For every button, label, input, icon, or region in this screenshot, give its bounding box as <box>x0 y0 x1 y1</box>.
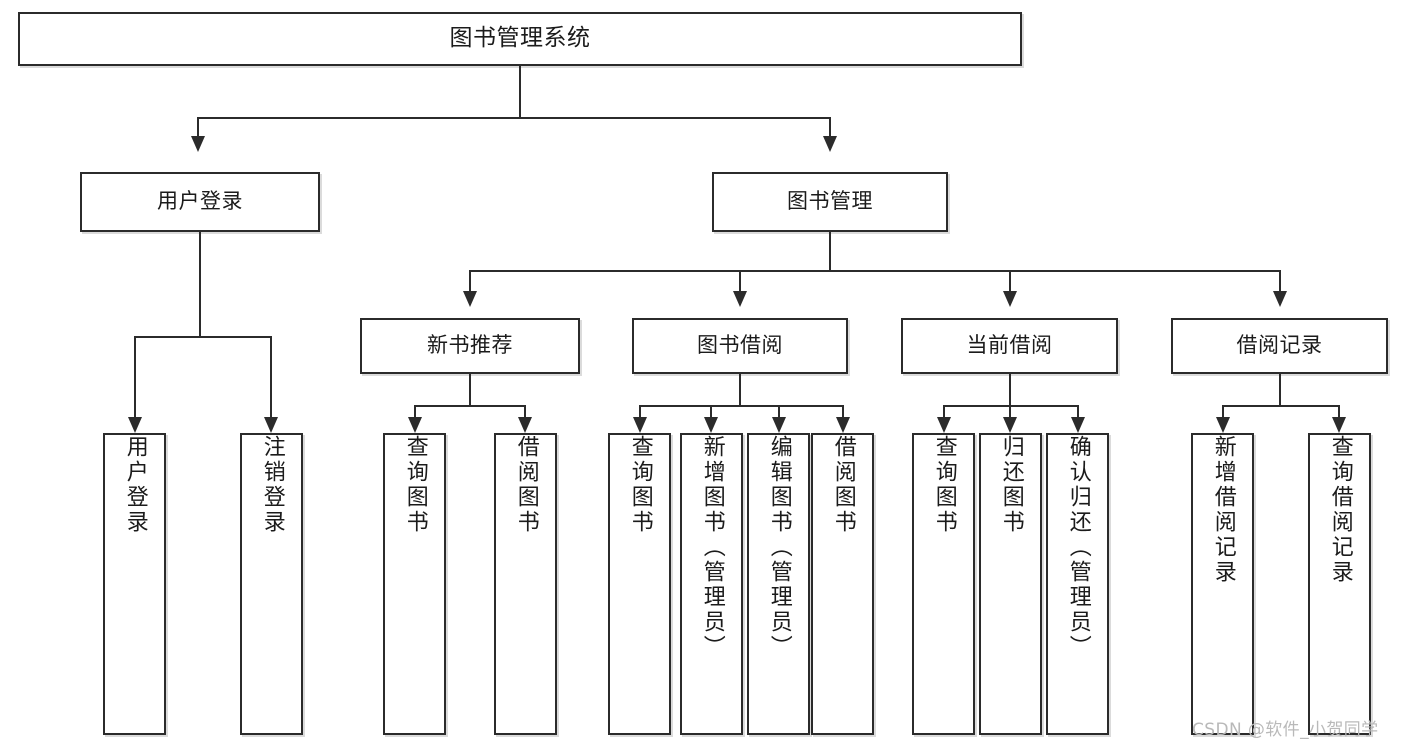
leaf-return-book[interactable]: 归还图书 <box>979 433 1042 735</box>
arrow-to-book-borrow <box>733 291 747 307</box>
connector-user-login-drop-2 <box>270 336 272 420</box>
connector-user-login-bus <box>134 336 272 338</box>
arrow-to-leaf-query-book-3 <box>937 417 951 433</box>
node-label: 新增借阅记录 <box>1210 435 1236 585</box>
node-borrow-record[interactable]: 借阅记录 <box>1171 318 1388 374</box>
node-user-login[interactable]: 用户登录 <box>80 172 320 232</box>
arrow-to-leaf-add-record <box>1216 417 1230 433</box>
leaf-query-borrow-record[interactable]: 查询借阅记录 <box>1308 433 1371 735</box>
watermark-text: CSDN @软件_小贺同学 <box>1192 720 1379 740</box>
connector-book-manage-stem <box>829 232 831 272</box>
leaf-borrow-book[interactable]: 借阅图书 <box>811 433 874 735</box>
connector-current-drop-3 <box>1077 405 1079 420</box>
node-book-manage[interactable]: 图书管理 <box>712 172 948 232</box>
node-label: 查询图书 <box>627 435 653 535</box>
node-label: 注销登录 <box>259 435 285 535</box>
connector-record-drop-2 <box>1338 405 1340 420</box>
leaf-borrow-book-recommend[interactable]: 借阅图书 <box>494 433 557 735</box>
connector-level1-drop-right <box>829 117 831 139</box>
connector-recommend-drop-1 <box>414 405 416 420</box>
node-label: 用户登录 <box>157 189 243 214</box>
leaf-query-book-current[interactable]: 查询图书 <box>912 433 975 735</box>
connector-level2-drop-2 <box>739 270 741 294</box>
connector-record-stem <box>1279 374 1281 406</box>
arrow-to-user-login <box>191 136 205 152</box>
leaf-logout[interactable]: 注销登录 <box>240 433 303 735</box>
node-label: 查询借阅记录 <box>1327 435 1353 585</box>
node-label: 当前借阅 <box>966 333 1053 358</box>
arrow-to-book-manage <box>823 136 837 152</box>
leaf-add-borrow-record[interactable]: 新增借阅记录 <box>1191 433 1254 735</box>
connector-borrow-drop-1 <box>639 405 641 420</box>
node-label: 归还图书 <box>998 435 1024 535</box>
connector-current-drop-2 <box>1009 405 1011 420</box>
arrow-to-leaf-add-book <box>704 417 718 433</box>
node-label: 编辑图书（管理员） <box>766 435 792 660</box>
leaf-add-book-admin[interactable]: 新增图书（管理员） <box>680 433 743 735</box>
connector-level2-bus <box>469 270 1281 272</box>
connector-user-login-stem <box>199 232 201 337</box>
connector-root-stem <box>519 66 521 118</box>
leaf-edit-book-admin[interactable]: 编辑图书（管理员） <box>747 433 810 735</box>
arrow-to-leaf-return-book <box>1003 417 1017 433</box>
arrow-to-leaf-query-book-2 <box>633 417 647 433</box>
connector-record-bus <box>1222 405 1340 407</box>
node-label: 借阅记录 <box>1236 333 1323 358</box>
arrow-to-new-book-recommend <box>463 291 477 307</box>
node-label: 借阅图书 <box>513 435 539 535</box>
connector-level2-drop-4 <box>1279 270 1281 294</box>
arrow-to-leaf-query-record <box>1332 417 1346 433</box>
node-label: 查询图书 <box>402 435 428 535</box>
arrow-to-leaf-query-book-1 <box>408 417 422 433</box>
connector-borrow-bus <box>639 405 844 407</box>
connector-borrow-drop-2 <box>710 405 712 420</box>
arrow-to-borrow-record <box>1273 291 1287 307</box>
connector-current-drop-1 <box>943 405 945 420</box>
node-label: 确认归还（管理员） <box>1065 435 1091 660</box>
arrow-to-leaf-confirm-return <box>1071 417 1085 433</box>
connector-current-stem <box>1009 374 1011 406</box>
connector-borrow-drop-4 <box>842 405 844 420</box>
connector-recommend-stem <box>469 374 471 406</box>
arrow-to-leaf-borrow-book-1 <box>518 417 532 433</box>
arrow-to-leaf-borrow-book-2 <box>836 417 850 433</box>
node-label: 图书借阅 <box>697 333 783 358</box>
arrow-to-leaf-user-login <box>128 417 142 433</box>
arrow-to-current-borrow <box>1003 291 1017 307</box>
leaf-query-book-borrow[interactable]: 查询图书 <box>608 433 671 735</box>
node-label: 新增图书（管理员） <box>699 435 725 660</box>
arrow-to-leaf-edit-book <box>772 417 786 433</box>
connector-level1-bus <box>197 117 831 119</box>
node-current-borrow[interactable]: 当前借阅 <box>901 318 1118 374</box>
node-new-book-recommend[interactable]: 新书推荐 <box>360 318 580 374</box>
arrow-to-leaf-logout <box>264 417 278 433</box>
node-label: 用户登录 <box>122 435 148 535</box>
connector-recommend-bus <box>414 405 526 407</box>
leaf-user-login[interactable]: 用户登录 <box>103 433 166 735</box>
connector-borrow-stem <box>739 374 741 406</box>
node-label: 查询图书 <box>931 435 957 535</box>
node-label: 新书推荐 <box>427 333 513 358</box>
leaf-query-book-recommend[interactable]: 查询图书 <box>383 433 446 735</box>
node-label: 图书管理 <box>787 189 873 214</box>
node-label: 图书管理系统 <box>449 25 591 52</box>
node-label: 借阅图书 <box>830 435 856 535</box>
connector-current-bus <box>943 405 1079 407</box>
node-book-borrow[interactable]: 图书借阅 <box>632 318 848 374</box>
connector-user-login-drop-1 <box>134 336 136 420</box>
connector-level2-drop-1 <box>469 270 471 294</box>
leaf-confirm-return-admin[interactable]: 确认归还（管理员） <box>1046 433 1109 735</box>
connector-level2-drop-3 <box>1009 270 1011 294</box>
connector-record-drop-1 <box>1222 405 1224 420</box>
connector-borrow-drop-3 <box>778 405 780 420</box>
node-root-system[interactable]: 图书管理系统 <box>18 12 1022 66</box>
connector-recommend-drop-2 <box>524 405 526 420</box>
connector-level1-drop-left <box>197 117 199 139</box>
